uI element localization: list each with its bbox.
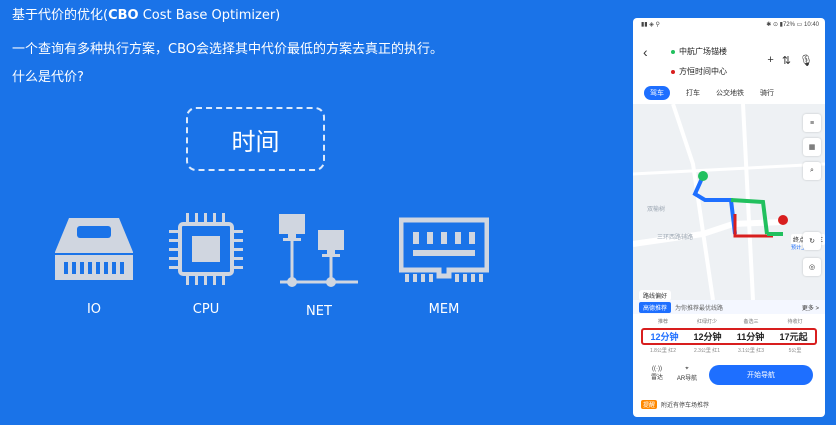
route-details: 1.8公里 红2 2.3公里 红1 3.1公里 红3 5公里 xyxy=(641,347,817,354)
more-routes-link[interactable]: 更多 > xyxy=(801,305,819,312)
ar-label: AR导航 xyxy=(676,376,698,382)
destination-text: 方恒时间中心 xyxy=(679,67,727,76)
route-label: 红绿灯少 xyxy=(696,319,717,325)
route-detail: 1.8公里 红2 xyxy=(649,348,677,354)
origin-field[interactable]: 中航广场锚楼 xyxy=(671,46,727,57)
phone-status-bar: ▮▮ ◈ ⚲ ✱ ⊙ ▮72% ▭ 10:40 xyxy=(633,18,825,32)
bottom-actions: ((·)) 雷达 ⌖ AR导航 开始导航 xyxy=(633,362,825,392)
route-results: 推荐 红绿灯少 备选三 待收灯 12分钟 12分钟 11分钟 17元起 1.8公… xyxy=(641,318,817,354)
mode-taxi-tab[interactable]: 打车 xyxy=(686,90,700,97)
recommend-row: 高德推荐 为你推荐最优线路 更多 > xyxy=(633,300,825,314)
layers-icon[interactable]: ▦ xyxy=(803,138,821,156)
origin-text: 中航广场锚楼 xyxy=(679,47,727,56)
slide-description-line: 一个查询有多种执行方案，CBO会选择其中代价最低的方案去真正的执行。 xyxy=(12,42,443,57)
route-green-line xyxy=(730,198,769,235)
notice-badge: 提醒 xyxy=(641,400,658,409)
resource-label: NET xyxy=(306,304,332,319)
route-option[interactable]: 11分钟 xyxy=(736,332,765,342)
swap-icon[interactable]: ⇅ xyxy=(781,55,792,67)
route-detail: 2.3公里 红1 xyxy=(693,348,721,354)
ar-icon: ⌖ xyxy=(685,366,689,372)
cpu-chip-icon xyxy=(169,213,243,285)
map-canvas xyxy=(633,104,825,300)
end-marker-icon xyxy=(778,215,788,225)
ssd-icon xyxy=(55,218,133,280)
recommend-text: 为你推荐最优线路 xyxy=(675,305,724,312)
slide-question-line: 什么是代价? xyxy=(12,70,84,85)
route-option[interactable]: 17元起 xyxy=(779,332,808,342)
microphone-icon[interactable]: 🎙 xyxy=(799,55,813,67)
destination-field[interactable]: 方恒时间中心 xyxy=(671,66,727,77)
route-option[interactable]: 12分钟 xyxy=(650,332,679,342)
map-tools: ≡ ▦ ⌕ xyxy=(803,114,821,180)
resource-net: NET xyxy=(276,212,362,324)
locate-icon[interactable]: ◎ xyxy=(803,258,821,276)
resource-mem: MEM xyxy=(398,216,490,324)
destination-dot-icon xyxy=(671,69,675,74)
route-labels: 推荐 红绿灯少 备选三 待收灯 xyxy=(641,318,817,325)
memory-module-icon xyxy=(399,217,489,282)
route-label: 待收灯 xyxy=(787,319,803,325)
back-arrow-icon[interactable]: ‹ xyxy=(643,44,648,60)
notice-text: 附近有停车场推荐 xyxy=(661,403,710,409)
route-preferences-button[interactable]: 路线偏好 xyxy=(639,290,672,301)
route-label: 推荐 xyxy=(657,319,668,325)
route-times-highlight: 12分钟 12分钟 11分钟 17元起 xyxy=(641,328,817,345)
status-right: ✱ ⊙ ▮72% ▭ 10:40 xyxy=(766,22,819,28)
resource-label: MEM xyxy=(428,302,460,317)
add-stop-icon[interactable]: + xyxy=(767,54,774,66)
map-label: 三环西路辅路 xyxy=(657,235,694,241)
origin-dot-icon xyxy=(671,49,675,54)
mode-transit-tab[interactable]: 公交地铁 xyxy=(716,90,744,97)
route-label: 备选三 xyxy=(743,319,759,325)
traffic-icon[interactable]: ≡ xyxy=(803,114,821,132)
map-label: 双榆树 xyxy=(647,207,666,213)
search-icon[interactable]: ⌕ xyxy=(803,162,821,180)
status-left: ▮▮ ◈ ⚲ xyxy=(641,22,660,28)
route-option[interactable]: 12分钟 xyxy=(693,332,722,342)
recommend-badge: 高德推荐 xyxy=(639,301,672,313)
ar-nav-button[interactable]: ⌖ AR导航 xyxy=(675,366,699,382)
time-box: 时间 xyxy=(186,107,325,171)
route-detail: 5公里 xyxy=(788,348,802,354)
network-icon xyxy=(279,214,358,287)
notice-bar[interactable]: 提醒 附近有停车场推荐 xyxy=(641,400,709,409)
resource-label: CPU xyxy=(192,302,220,317)
resource-cpu: CPU xyxy=(166,212,246,324)
mode-drive-tab[interactable]: 驾车 xyxy=(644,86,670,100)
map-view[interactable]: 双榆树 三环西路辅路 终点剑停车 预计上车点 ≡ ▦ ⌕ ↻ ◎ 路线偏好 xyxy=(633,104,825,301)
radar-button[interactable]: ((·)) 雷达 xyxy=(645,366,669,381)
refresh-icon[interactable]: ↻ xyxy=(803,232,821,250)
radar-icon: ((·)) xyxy=(652,366,662,372)
route-red-line xyxy=(733,214,773,238)
resource-label: IO xyxy=(86,302,102,317)
title-bold: CBO xyxy=(108,8,139,23)
title-suffix: Cost Base Optimizer) xyxy=(138,8,281,23)
watermark: @稀土掘金技术社区 xyxy=(696,402,822,418)
start-navigation-button[interactable]: 开始导航 xyxy=(709,365,813,385)
mode-bike-tab[interactable]: 骑行 xyxy=(760,90,774,97)
radar-label: 雷达 xyxy=(650,375,663,381)
slide-title-line: 基于代价的优化(CBO Cost Base Optimizer) xyxy=(12,4,280,23)
route-detail: 3.1公里 红3 xyxy=(737,348,765,354)
title-prefix: 基于代价的优化( xyxy=(12,8,109,23)
route-search-area: ‹ 中航广场锚楼 方恒时间中心 + ⇅ 🎙 xyxy=(633,34,825,84)
top-actions: + ⇅ 🎙 xyxy=(767,54,813,67)
route-blue-line xyxy=(692,175,737,235)
travel-modes: 驾车 打车 公交地铁 骑行 xyxy=(633,84,825,102)
phone-screenshot: ▮▮ ◈ ⚲ ✱ ⊙ ▮72% ▭ 10:40 ‹ 中航广场锚楼 方恒时间中心 … xyxy=(633,18,825,417)
resource-io: IO xyxy=(48,214,140,324)
start-navigation-label: 开始导航 xyxy=(747,372,775,379)
start-marker-icon xyxy=(698,171,708,181)
